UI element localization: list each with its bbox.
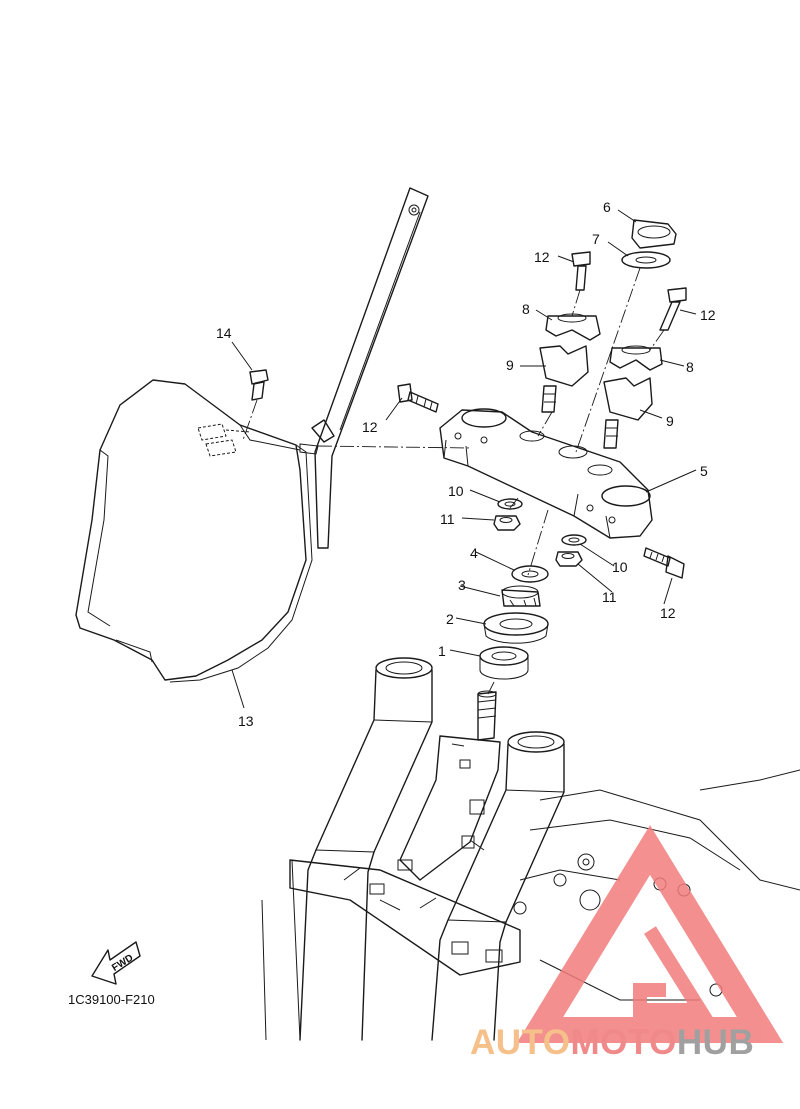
fwd-label: FWD: [110, 952, 135, 973]
callout-12-top: 12: [534, 249, 550, 265]
handlebar-holder-left: [537, 251, 601, 437]
callout-10-left: 10: [448, 483, 464, 499]
callout-9-left: 9: [506, 357, 514, 373]
callout-12-bottom: 12: [660, 605, 676, 621]
callout-6: 6: [603, 199, 611, 215]
forward-arrow-icon: FWD: [91, 941, 141, 985]
fork-assembly: [261, 657, 800, 1041]
callout-4: 4: [470, 545, 478, 561]
callout-8-left: 8: [522, 301, 530, 317]
callout-10-right: 10: [612, 559, 628, 575]
callout-labels: 6 7 12 8 12 9 8 9 12 5 10 11 4 10 3 11 1…: [216, 199, 716, 729]
nut-and-washer-top: [575, 219, 677, 453]
callout-2: 2: [446, 611, 454, 627]
watermark-hub: HUB: [677, 1023, 754, 1062]
callout-11-left: 11: [440, 511, 455, 527]
callout-3: 3: [458, 577, 466, 593]
callout-13: 13: [238, 713, 254, 729]
screw-14: [242, 369, 269, 441]
washers-and-nuts: [493, 497, 587, 567]
callout-1: 1: [438, 643, 446, 659]
callout-7: 7: [592, 231, 600, 247]
bolt-12-lower-right: [643, 547, 685, 579]
watermark-text: AUTOMOTOHUB: [470, 1023, 754, 1062]
number-plate: [75, 187, 429, 683]
bearing-stack: [479, 509, 549, 695]
callout-9-right: 9: [666, 413, 674, 429]
callout-12-right: 12: [700, 307, 716, 323]
callout-11-right: 11: [602, 589, 617, 605]
callout-12-left: 12: [362, 419, 378, 435]
callout-14: 14: [216, 325, 232, 341]
watermark-auto: AUTO: [470, 1023, 571, 1062]
handlebar-holder-right: [603, 287, 687, 449]
callout-8-right: 8: [686, 359, 694, 375]
automotohub-watermark-logo: [516, 825, 784, 1043]
callout-5: 5: [700, 463, 708, 479]
watermark-moto: MOTO: [571, 1023, 677, 1062]
diagram-code: 1C39100-F210: [68, 992, 155, 1007]
leader-lines: [231, 209, 697, 709]
bolt-12-left: [397, 383, 439, 413]
upper-triple-clamp: [317, 408, 653, 539]
